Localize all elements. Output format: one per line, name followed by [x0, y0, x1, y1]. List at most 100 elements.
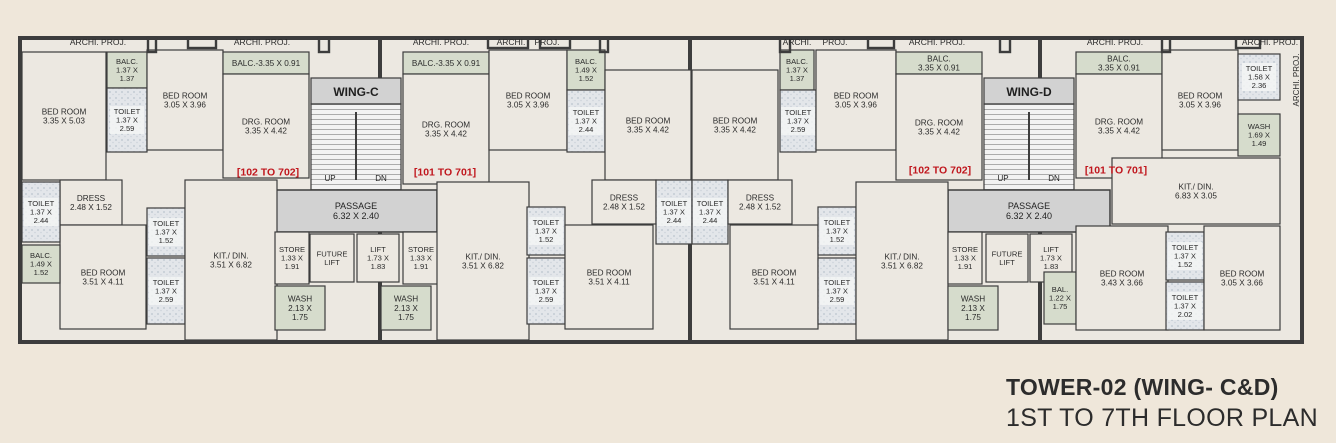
wing-c-label: WING-C	[333, 85, 379, 99]
plan-title: TOWER-02 (WING- C&D)	[1006, 374, 1279, 400]
room-d1-bed1	[691, 69, 779, 181]
wall-stub-8	[866, 36, 896, 50]
room-label-d2-balc1: BALC.3.35 X 0.91	[1098, 54, 1140, 72]
room-label-d1-balc2: BALC.3.35 X 0.91	[918, 54, 960, 72]
room-label-d1-kit: KIT./ DIN.3.51 X 6.82	[881, 252, 923, 270]
wall-stub-9	[998, 36, 1012, 54]
wall-stub-3	[317, 36, 331, 54]
wing-d-header	[983, 77, 1075, 105]
room-c2-toilet1-label-bg	[569, 107, 603, 135]
room-d2-wash	[1237, 113, 1281, 157]
room-c-store2	[402, 231, 440, 285]
room-c-lift	[356, 233, 400, 283]
room-c2-toilet4-label-bg	[529, 277, 563, 305]
room-d1-drg	[895, 73, 983, 181]
room-d2-toilet1-label-bg	[1242, 63, 1276, 91]
unit-label-2: [101 TO 701]	[414, 167, 476, 179]
archi-proj-label-2: ARCHI. PROJ.	[234, 37, 290, 47]
wing-d-dn-label: DN	[1048, 174, 1060, 183]
plan-base	[18, 36, 1304, 344]
room-label-c1-balc2: BALC.-3.35 X 0.91	[232, 59, 301, 68]
wall-stub-10	[1160, 36, 1172, 54]
room-c1-balc4	[21, 244, 61, 284]
archi-proj-label-1: ARCHI. PROJ.	[70, 37, 126, 47]
unit-label-4: [101 TO 701]	[1085, 165, 1147, 177]
archi-proj-vertical: ARCHI. PROJ.	[1292, 54, 1301, 107]
room-d1-toilet4-label-bg	[820, 277, 854, 305]
wall-stub-6	[598, 36, 610, 54]
room-c1-dress	[59, 179, 123, 226]
wall-stub-1	[146, 36, 158, 54]
room-c2-dress	[591, 179, 657, 225]
wing-d-label: WING-D	[1006, 85, 1052, 99]
room-d2-bed3	[1203, 225, 1281, 331]
room-label-c2-kit: KIT./ DIN.3.51 X 6.82	[462, 252, 504, 270]
archi-proj-label-6: ARCHI.	[783, 37, 812, 47]
wing-d-passage	[947, 189, 1111, 233]
room-c2-bed3	[564, 224, 654, 330]
room-c2-toilet2-label-bg	[657, 198, 691, 226]
room-d2-kit	[1111, 157, 1281, 225]
room-d-wash	[947, 285, 999, 331]
archi-proj-label-7: PROJ.	[822, 37, 847, 47]
archi-proj-label-3: ARCHI. PROJ.	[413, 37, 469, 47]
room-label-c2-balc1: BALC.-3.35 X 0.91	[412, 59, 481, 68]
room-label-d2-kit: KIT./ DIN.6.83 X 3.05	[1175, 182, 1217, 200]
room-c1-toilet4-label-bg	[149, 277, 183, 305]
wall-stub-11	[1234, 36, 1262, 50]
archi-proj-label-10: ARCHI. PROJ.	[1242, 37, 1298, 47]
wing-d-up-label: UP	[997, 174, 1008, 183]
room-c1-toilet5-label-bg	[24, 198, 58, 226]
room-c-wash1	[274, 285, 326, 331]
archi-proj-label-8: ARCHI. PROJ.	[909, 37, 965, 47]
archi-proj-label-4: ARCHI.	[497, 37, 526, 47]
room-d2-toilet2-label-bg	[1168, 242, 1202, 270]
room-d1-toilet1-label-bg	[693, 198, 727, 226]
room-d1-dress	[727, 179, 793, 225]
room-label-c1-kit: KIT./ DIN.3.51 X 6.82	[210, 251, 252, 269]
wing-c-up-label: UP	[324, 174, 335, 183]
room-c1-balc1	[106, 51, 148, 89]
wing-c-dn-label: DN	[375, 174, 387, 183]
room-c2-kit	[436, 181, 530, 341]
room-d1-bed2	[815, 49, 897, 151]
unit-label-3: [102 TO 702]	[909, 165, 971, 177]
room-d1-toilet3-label-bg	[820, 217, 854, 245]
room-d-future	[985, 233, 1029, 283]
